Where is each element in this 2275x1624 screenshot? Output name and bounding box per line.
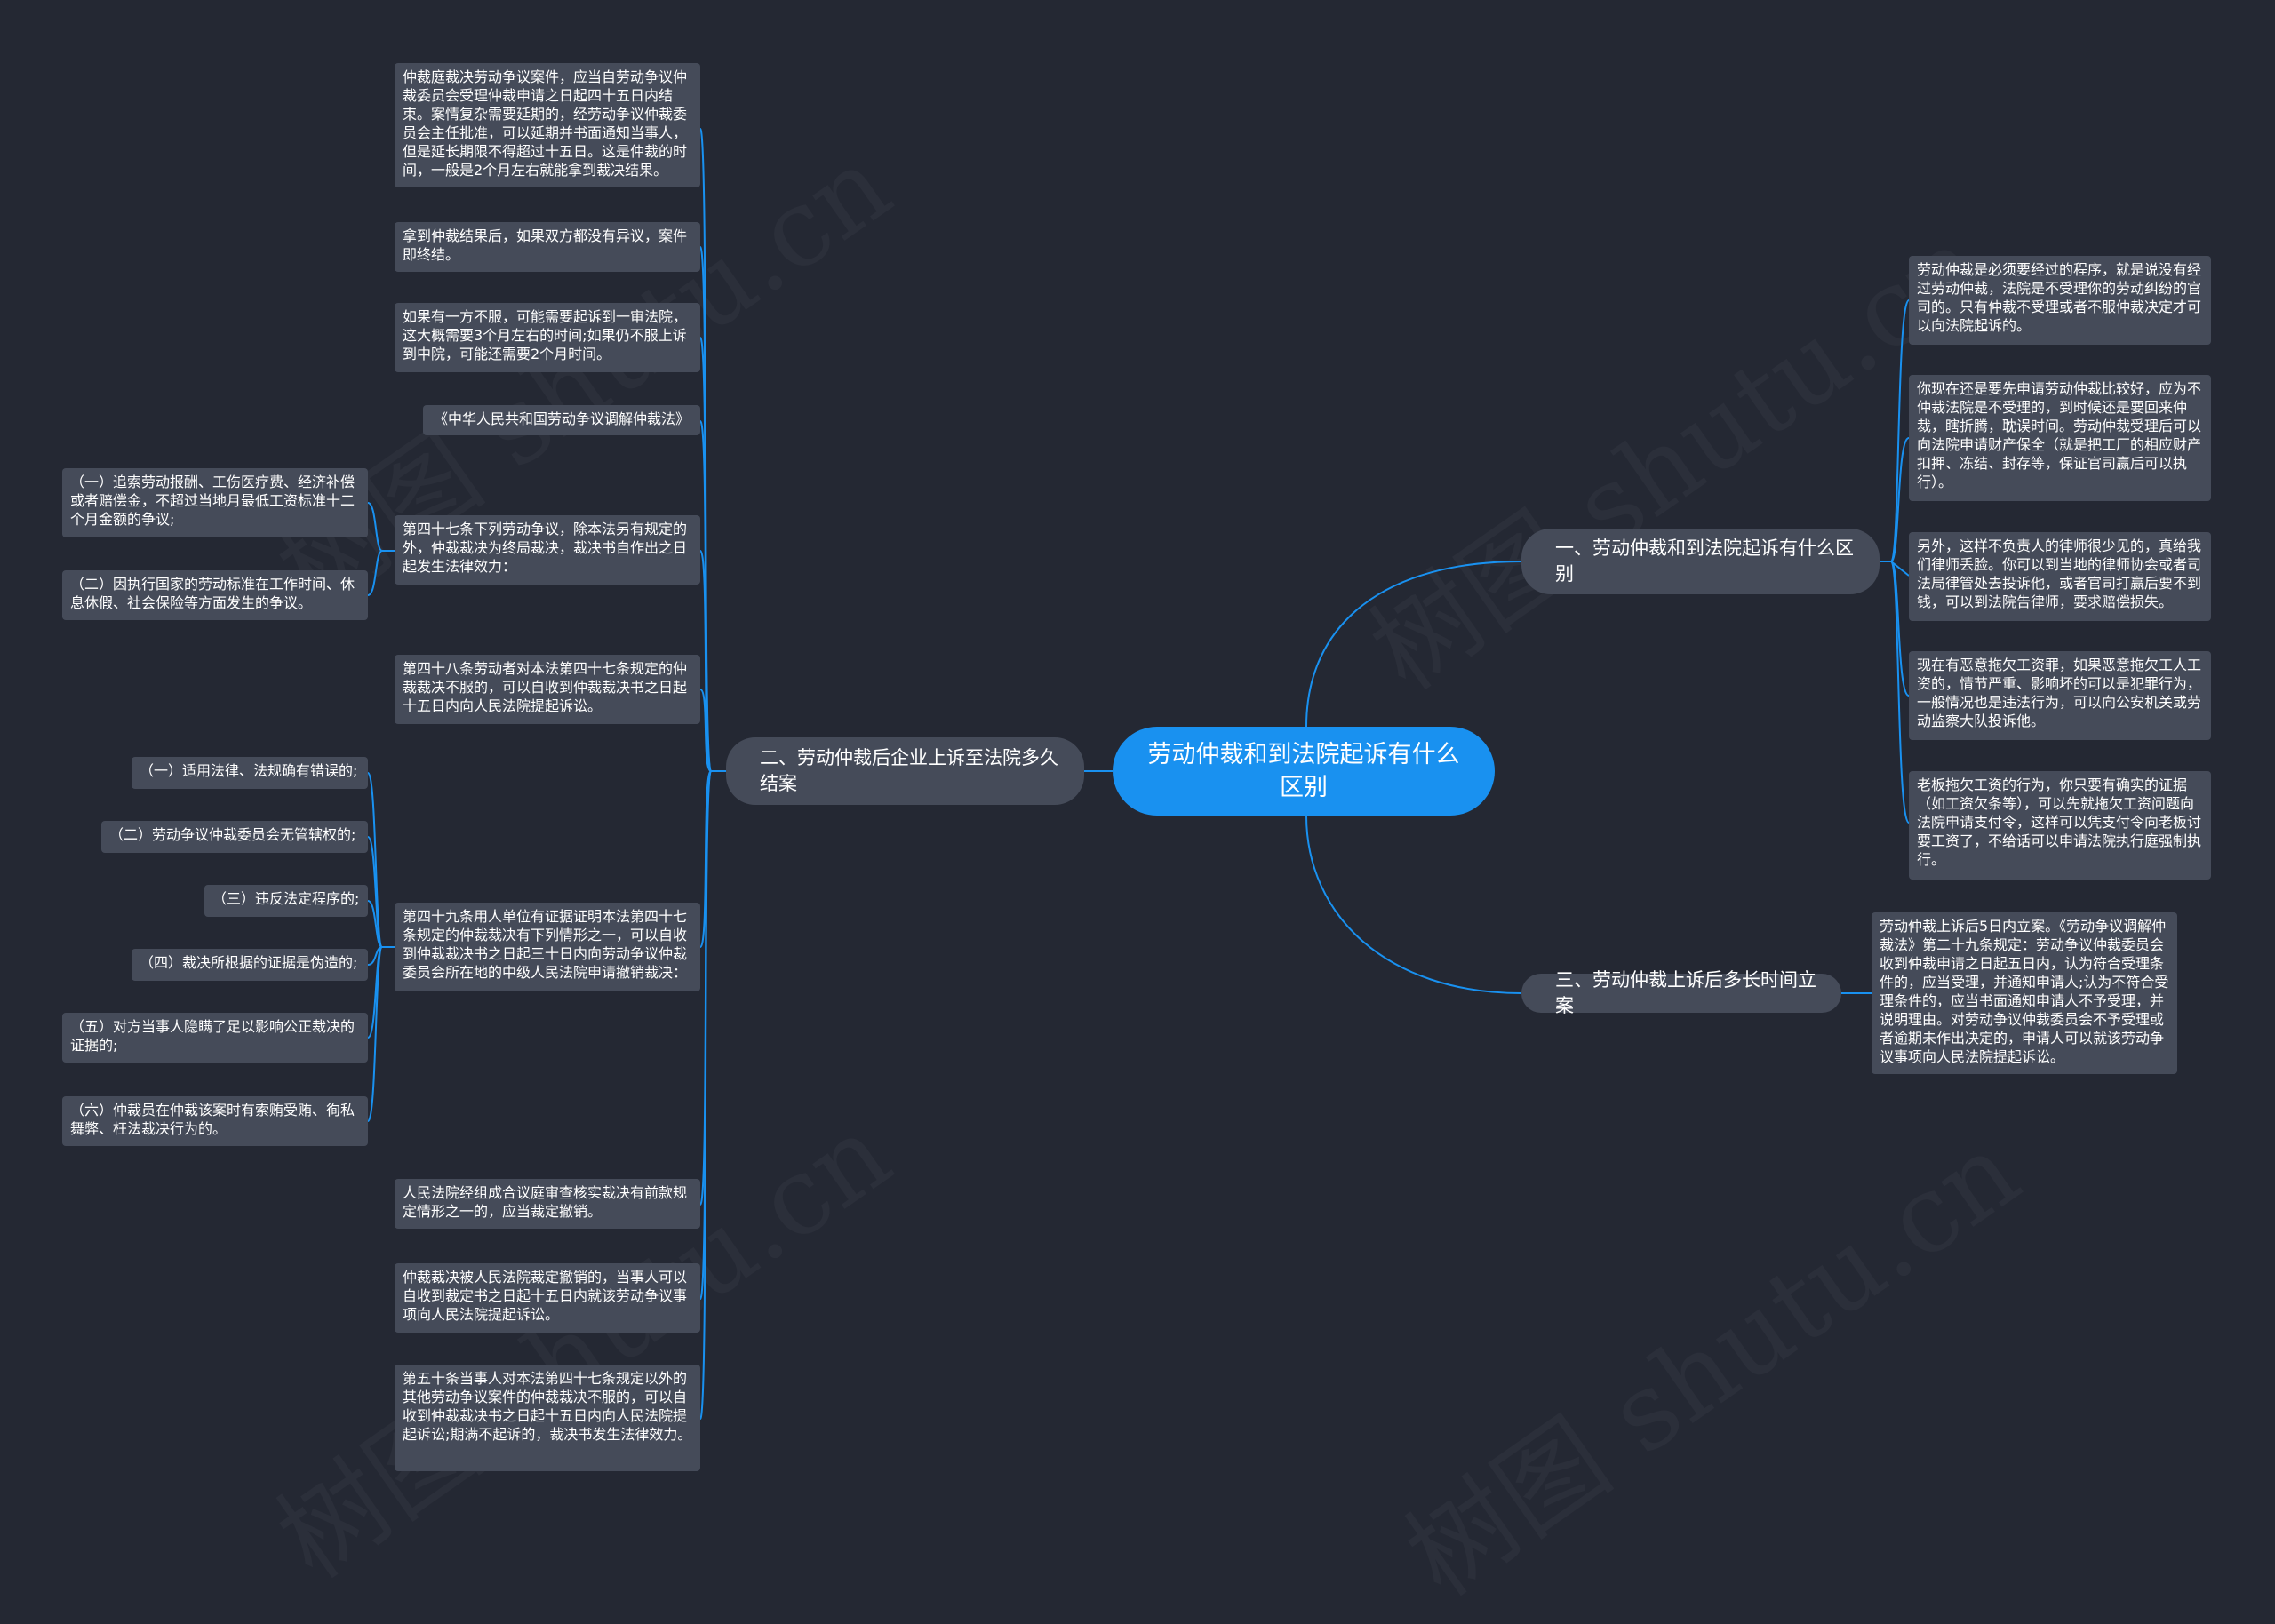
b2-leaf: 拿到仲裁结果后，如果双方都没有异议，案件即终结。 [395,222,700,272]
article-49-item: （六）仲裁员在仲裁该案时有索贿受贿、徇私舞弊、枉法裁决行为的。 [62,1096,368,1146]
connector-lines [367,128,1910,1420]
article-49-item: （二）劳动争议仲裁委员会无管辖权的; [101,821,368,853]
b2-leaf-article-48: 第四十八条劳动者对本法第四十七条规定的仲裁裁决不服的，可以自收到仲裁裁决书之日起… [395,655,700,724]
branch-appeal-duration[interactable]: 二、劳动仲裁后企业上诉至法院多久结案 [726,737,1084,805]
b2-leaf-law-title: 《中华人民共和国劳动争议调解仲裁法》 [423,405,700,435]
article-49-item: （三）违反法定程序的; [204,885,368,917]
b2-leaf: 仲裁庭裁决劳动争议案件，应当自劳动争议仲裁委员会受理仲裁申请之日起四十五日内结束… [395,63,700,187]
b1-leaf: 现在有恶意拖欠工资罪，如果恶意拖欠工人工资的，情节严重、影响坏的可以是犯罪行为，… [1909,651,2211,740]
article-47-item: （一）追索劳动报酬、工伤医疗费、经济补偿或者赔偿金，不超过当地月最低工资标准十二… [62,468,368,537]
b1-leaf: 另外，这样不负责人的律师很少见的，真给我们律师丢脸。你可以到当地的律师协会或者司… [1909,532,2211,621]
article-49-item: （五）对方当事人隐瞒了足以影响公正裁决的证据的; [62,1013,368,1063]
b2-leaf: 人民法院经组成合议庭审查核实裁决有前款规定情形之一的，应当裁定撤销。 [395,1179,700,1229]
b3-leaf: 劳动仲裁上诉后5日内立案。《劳动争议调解仲裁法》第二十九条规定：劳动争议仲裁委员… [1872,912,2177,1074]
article-47-item: （二）因执行国家的劳动标准在工作时间、休息休假、社会保险等方面发生的争议。 [62,570,368,620]
article-49-item: （四）裁决所根据的证据是伪造的; [132,949,368,981]
branch-filing-time[interactable]: 三、劳动仲裁上诉后多长时间立案 [1521,969,1841,1016]
b1-leaf: 老板拖欠工资的行为，你只要有确实的证据（如工资欠条等），可以先就拖欠工资问题向法… [1909,771,2211,880]
root-topic[interactable]: 劳动仲裁和到法院起诉有什么区别 [1113,727,1495,816]
article-49-item: （一）适用法律、法规确有错误的; [132,757,368,789]
b2-leaf-article-47: 第四十七条下列劳动争议，除本法另有规定的外，仲裁裁决为终局裁决，裁决书自作出之日… [395,515,700,585]
b2-leaf-article-50: 第五十条当事人对本法第四十七条规定以外的其他劳动争议案件的仲裁裁决不服的，可以自… [395,1365,700,1471]
branch-difference[interactable]: 一、劳动仲裁和到法院起诉有什么区别 [1521,529,1880,594]
b1-leaf: 劳动仲裁是必须要经过的程序，就是说没有经过劳动仲裁，法院是不受理你的劳动纠纷的官… [1909,256,2211,345]
b2-leaf: 如果有一方不服，可能需要起诉到一审法院，这大概需要3个月左右的时间;如果仍不服上… [395,303,700,372]
b2-leaf-article-49: 第四十九条用人单位有证据证明本法第四十七条规定的仲裁裁决有下列情形之一，可以自收… [395,903,700,991]
b1-leaf: 你现在还是要先申请劳动仲裁比较好，应为不仲裁法院是不受理的，到时候还是要回来仲裁… [1909,375,2211,501]
connector-root-b1 [1305,561,1522,728]
b2-leaf: 仲裁裁决被人民法院裁定撤销的，当事人可以自收到裁定书之日起十五日内就该劳动争议事… [395,1263,700,1333]
mind-map-canvas: 树图 shutu.cn 树图 shutu.cn 树图 shutu.cn 树图 s… [62,63,2211,1471]
connector-root-b3 [1305,815,1522,994]
